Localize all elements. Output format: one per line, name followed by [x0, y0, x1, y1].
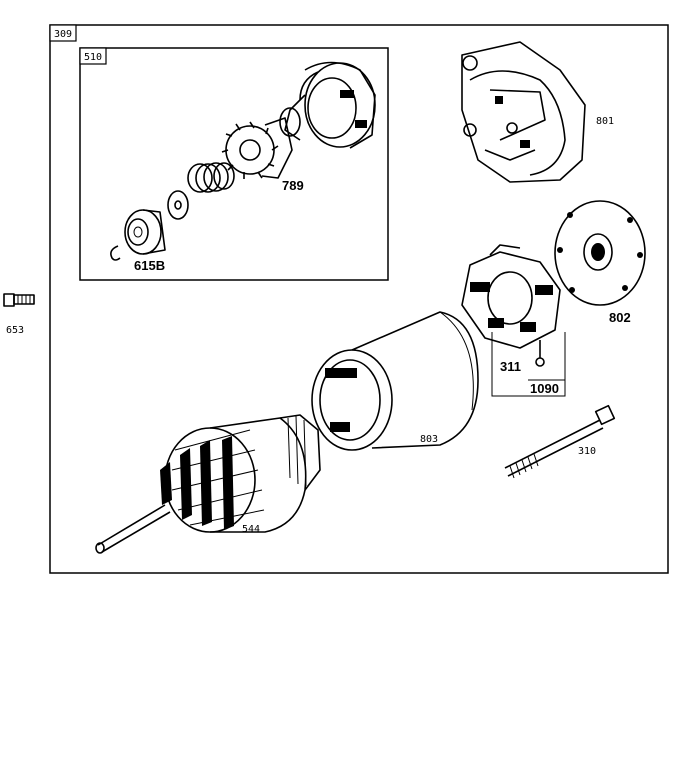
brush-holder-bracket	[491, 332, 566, 397]
callout-801: 801	[596, 116, 614, 127]
pinion-gear-part	[221, 117, 293, 179]
field-housing-part	[311, 311, 479, 451]
assembly-frame	[49, 24, 669, 574]
assembly-number-box	[49, 24, 77, 42]
callout-653: 653	[6, 325, 24, 336]
drive-spring-part	[187, 162, 235, 193]
brush-holder-part	[461, 244, 561, 367]
retaining-clip-part	[110, 245, 121, 261]
callout-544: 544	[242, 524, 260, 535]
callout-311: 311	[500, 359, 521, 374]
stop-collar-part	[124, 209, 166, 255]
sub-assembly-frame	[79, 47, 389, 281]
callout-802: 802	[609, 310, 631, 325]
commutator-end-plate-part	[554, 200, 646, 306]
callout-615b: 615B	[134, 258, 165, 273]
thrust-washer-part	[167, 190, 189, 220]
callout-803: 803	[420, 434, 438, 445]
callout-1090: 1090	[530, 381, 559, 396]
callout-789: 789	[282, 178, 304, 193]
sub-assembly-number-box	[79, 47, 107, 65]
drive-end-cap-part	[461, 41, 586, 183]
hex-bolt-part	[3, 293, 35, 307]
callout-310: 310	[578, 446, 596, 457]
drive-pinion-housing-part	[279, 61, 376, 149]
armature-part	[95, 414, 321, 554]
assembly-number: 309	[54, 29, 72, 40]
sub-assembly-number: 510	[84, 52, 102, 63]
through-bolt-part	[504, 404, 616, 479]
